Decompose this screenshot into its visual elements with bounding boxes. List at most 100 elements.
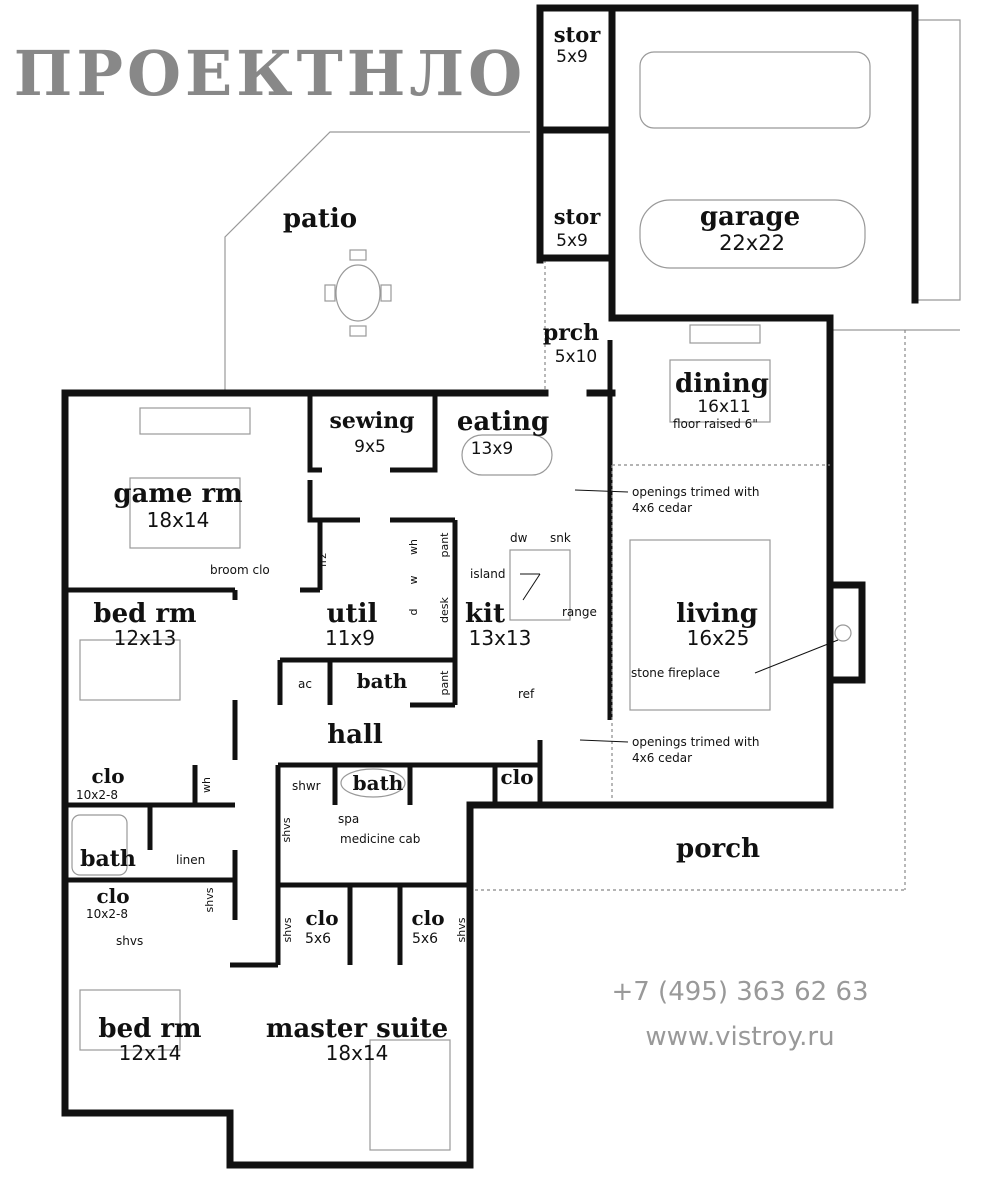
label-openings-2: openings trimed with — [632, 735, 760, 749]
label-openings-1b: 4x6 cedar — [632, 501, 692, 515]
room-stor-2: stor — [554, 204, 602, 229]
watermark-phone: +7 (495) 363 62 63 — [611, 977, 868, 1007]
room-game: game rm — [113, 479, 242, 509]
room-eating-size: 13x9 — [471, 439, 514, 459]
room-master-size: 18x14 — [326, 1041, 389, 1065]
room-clo-hall: clo — [500, 765, 533, 789]
room-patio: patio — [283, 204, 357, 234]
room-dining-size: 16x11 — [697, 397, 750, 417]
master-bed-icon — [369, 1039, 451, 1151]
label-wh: wh — [407, 539, 420, 555]
exterior-walls — [61, 4, 919, 1169]
room-porch: porch — [676, 834, 760, 864]
label-shvs-1: shvs — [116, 934, 143, 948]
room-bath-1: bath — [357, 669, 408, 693]
fireplace-icon — [834, 624, 852, 642]
room-clo-3-size: 5x6 — [305, 931, 331, 947]
room-util-size: 11x9 — [325, 626, 375, 650]
room-master: master suite — [266, 1014, 448, 1044]
room-kit: kit — [465, 599, 505, 629]
room-util: util — [327, 599, 378, 629]
room-bath-2: bath — [80, 846, 136, 872]
label-medicine-cab: medicine cab — [340, 832, 420, 846]
room-game-size: 18x14 — [147, 508, 210, 532]
room-stor-1: stor — [554, 22, 602, 47]
pool-table-icon — [129, 477, 241, 549]
truck-icon — [639, 51, 871, 129]
label-wh-2: wh — [200, 777, 213, 793]
room-clo-1: clo — [91, 764, 124, 788]
room-clo-1-size: 10x2-8 — [76, 788, 118, 802]
label-fireplace: stone fireplace — [631, 666, 720, 680]
room-garage: garage — [700, 202, 800, 232]
room-bed-1-size: 12x13 — [114, 626, 177, 650]
room-clo-3: clo — [305, 906, 338, 930]
room-hall: hall — [327, 720, 383, 750]
room-prch: prch — [543, 320, 599, 346]
label-desk: desk — [438, 596, 451, 622]
room-living: living — [676, 599, 758, 629]
room-prch-size: 5x10 — [555, 347, 598, 367]
patio-table-icon — [324, 249, 392, 337]
sofa-icon — [139, 407, 251, 435]
dining-note: floor raised 6" — [673, 417, 758, 431]
room-dining: dining — [675, 369, 769, 399]
room-bed-1: bed rm — [93, 599, 196, 629]
room-bed-2-size: 12x14 — [119, 1041, 182, 1065]
room-clo-2: clo — [96, 884, 129, 908]
room-sewing-size: 9x5 — [354, 437, 386, 457]
bed-icon-2 — [79, 989, 181, 1051]
label-shvs-2: shvs — [203, 887, 216, 912]
fireplace-pointer — [754, 639, 839, 674]
porch-edge — [915, 19, 961, 301]
dining-table-icon — [669, 359, 771, 423]
room-living-size: 16x25 — [687, 626, 750, 650]
openings-pointer-2 — [579, 739, 629, 743]
interior-walls — [65, 340, 613, 968]
room-master-bath: bath — [353, 771, 404, 795]
room-clo-2-size: 10x2-8 — [86, 907, 128, 921]
island-icon — [509, 549, 571, 621]
label-range: range — [562, 605, 597, 619]
room-garage-size: 22x22 — [719, 231, 785, 255]
room-clo-4-size: 5x6 — [412, 931, 438, 947]
room-bed-2: bed rm — [98, 1014, 201, 1044]
eating-table-icon — [461, 434, 553, 476]
label-frz: frz — [316, 553, 329, 567]
label-pant-1: pant — [438, 532, 451, 558]
label-shvs-4: shvs — [455, 917, 468, 942]
label-dw: dw — [510, 531, 528, 545]
watermark-logo: ПРОЕКТНЛО — [14, 37, 526, 110]
spa-tub-icon — [340, 768, 406, 798]
car-icon — [639, 199, 866, 269]
label-openings-1: openings trimed with — [632, 485, 760, 499]
label-broom-clo: broom clo — [210, 563, 270, 577]
label-shvs-3: shvs — [281, 917, 294, 942]
label-snk: snk — [550, 531, 571, 545]
room-stor-1-size: 5x9 — [556, 47, 588, 67]
buffet-icon — [689, 324, 761, 344]
label-ac: ac — [298, 677, 312, 691]
room-kit-size: 13x13 — [469, 626, 532, 650]
label-w: w — [407, 576, 420, 585]
label-pant-2: pant — [438, 670, 451, 696]
label-shwr: shwr — [292, 779, 321, 793]
openings-pointer-1 — [574, 489, 629, 493]
bed-icon — [79, 639, 181, 701]
room-sewing: sewing — [329, 408, 414, 434]
rug-icon — [629, 539, 771, 711]
label-shvs-5: shvs — [280, 817, 293, 842]
room-stor-2-size: 5x9 — [556, 231, 588, 251]
room-clo-4: clo — [411, 906, 444, 930]
label-openings-2b: 4x6 cedar — [632, 751, 692, 765]
label-linen: linen — [176, 853, 205, 867]
room-eating: eating — [457, 407, 549, 437]
label-d: d — [407, 609, 420, 616]
label-spa: spa — [338, 812, 359, 826]
island-pointer-2 — [522, 573, 541, 601]
label-ref: ref — [518, 687, 535, 701]
patio-outline — [224, 131, 530, 392]
label-island: island — [470, 567, 506, 581]
